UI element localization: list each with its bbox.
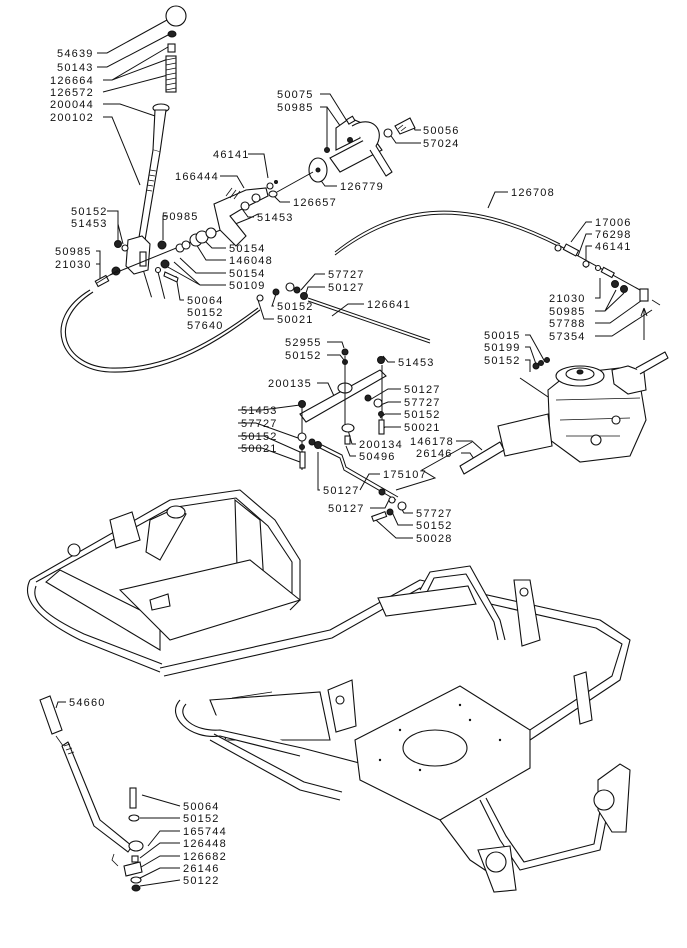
part-callout-51453: 51453 [398, 357, 435, 369]
bolt-50064 [129, 787, 137, 809]
part-callout-46141: 46141 [595, 241, 632, 253]
part-callout-57788: 57788 [549, 318, 586, 330]
shift-lever-assembly [60, 5, 278, 373]
part-callout-50021: 50021 [277, 314, 314, 326]
part-callout-50985: 50985 [55, 246, 92, 258]
part-callout-50021: 50021 [241, 443, 278, 455]
collar-126664 [167, 43, 176, 53]
transaxle [459, 351, 669, 475]
pivot-165744 [128, 840, 144, 852]
part-callout-57727: 57727 [328, 269, 365, 281]
part-callout-57727: 57727 [404, 397, 441, 409]
part-callout-200135: 200135 [268, 378, 312, 390]
part-callout-51453: 51453 [71, 218, 108, 230]
part-callout-146178: 146178 [410, 436, 454, 448]
part-callout-50152: 50152 [241, 431, 278, 443]
part-callout-50127: 50127 [328, 282, 365, 294]
part-callout-57640: 57640 [187, 320, 224, 332]
upper-center-assembly [268, 115, 416, 198]
arm-assembly-200135 [297, 348, 407, 522]
part-callout-50152: 50152 [484, 355, 521, 367]
nut-50143 [167, 30, 177, 38]
part-callout-200102: 200102 [50, 112, 94, 124]
spacer-126657 [268, 190, 278, 198]
part-callout-51453: 51453 [241, 405, 278, 417]
part-callout-50199: 50199 [484, 342, 521, 354]
part-callout-50154: 50154 [229, 243, 266, 255]
lower-lever-assembly [39, 695, 144, 892]
part-callout-50152: 50152 [183, 813, 220, 825]
part-callout-50127: 50127 [323, 485, 360, 497]
part-callout-50127: 50127 [328, 503, 365, 515]
part-callout-57354: 57354 [549, 331, 586, 343]
part-callout-50143: 50143 [57, 62, 94, 74]
grip-54660 [39, 695, 63, 735]
part-callout-200044: 200044 [50, 99, 94, 111]
part-callout-50064: 50064 [187, 295, 224, 307]
part-callout-166444: 166444 [175, 171, 219, 183]
part-callout-126779: 126779 [340, 181, 384, 193]
pivot-200134 [341, 423, 355, 433]
cable-126708 [334, 210, 661, 306]
part-callout-126448: 126448 [183, 838, 227, 850]
part-callout-50064: 50064 [183, 801, 220, 813]
lever-200102 [152, 109, 167, 153]
part-callout-126641: 126641 [367, 299, 411, 311]
part-callout-54660: 54660 [69, 697, 106, 709]
part-callout-126708: 126708 [511, 187, 555, 199]
part-callout-21030: 21030 [55, 259, 92, 271]
part-callout-50122: 50122 [183, 875, 220, 887]
part-callout-52955: 52955 [285, 337, 322, 349]
part-callout-50152: 50152 [416, 520, 453, 532]
part-callout-50152: 50152 [404, 409, 441, 421]
part-callout-50028: 50028 [416, 533, 453, 545]
part-callout-126572: 126572 [50, 87, 94, 99]
frame [26, 489, 631, 893]
part-callout-50152: 50152 [277, 301, 314, 313]
part-callout-21030: 21030 [549, 293, 586, 305]
part-callout-50152: 50152 [285, 350, 322, 362]
part-callout-46141: 46141 [213, 149, 250, 161]
leader-lines [55, 19, 653, 887]
part-callout-50021: 50021 [404, 422, 441, 434]
part-callout-126664: 126664 [50, 75, 94, 87]
part-callout-175107: 175107 [383, 469, 427, 481]
part-callout-57024: 57024 [423, 138, 460, 150]
bolt-50056 [394, 117, 416, 135]
part-callout-50056: 50056 [423, 125, 460, 137]
part-callout-57727: 57727 [416, 508, 453, 520]
part-callout-50152: 50152 [187, 307, 224, 319]
part-callout-26146: 26146 [183, 863, 220, 875]
part-callout-50985: 50985 [549, 306, 586, 318]
part-callout-126682: 126682 [183, 851, 227, 863]
part-callout-50985: 50985 [162, 211, 199, 223]
part-callout-50075: 50075 [277, 89, 314, 101]
arm-200135 [299, 369, 387, 423]
part-callout-126657: 126657 [293, 197, 337, 209]
part-callout-50109: 50109 [229, 280, 266, 292]
part-callout-50985: 50985 [277, 102, 314, 114]
part-callout-54639: 54639 [57, 48, 94, 60]
part-callout-50127: 50127 [404, 384, 441, 396]
part-callout-57727: 57727 [241, 418, 278, 430]
rod-126641 [256, 282, 431, 344]
part-callout-50154: 50154 [229, 268, 266, 280]
knob-54639 [165, 5, 187, 27]
part-callout-200134: 200134 [359, 439, 403, 451]
selector-plate-166444 [213, 187, 269, 247]
part-callout-146048: 146048 [229, 255, 273, 267]
part-callout-50152: 50152 [71, 206, 108, 218]
part-callout-50015: 50015 [484, 330, 521, 342]
part-callout-165744: 165744 [183, 826, 227, 838]
part-callout-50496: 50496 [359, 451, 396, 463]
washer-57024 [383, 128, 393, 138]
part-callout-51453: 51453 [257, 212, 294, 224]
part-callout-26146: 26146 [416, 448, 453, 460]
part-callout-76298: 76298 [595, 229, 632, 241]
part-callout-17006: 17006 [595, 217, 632, 229]
clevis-57788 [639, 288, 649, 302]
